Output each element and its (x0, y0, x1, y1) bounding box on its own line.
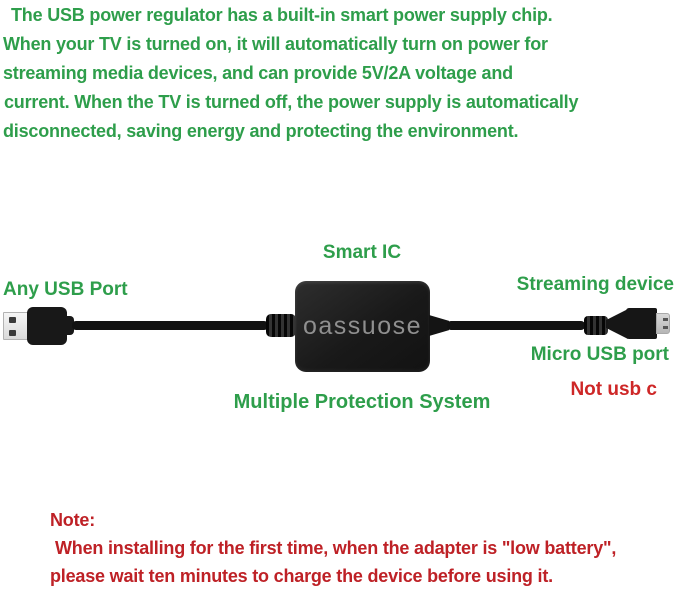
strain-relief-right (584, 316, 608, 335)
description-line-5: disconnected, saving energy and protecti… (3, 121, 519, 141)
micro-usb-boot-taper (606, 309, 628, 339)
any-usb-port-label: Any USB Port (3, 279, 128, 300)
micro-usb-contact-slot-bottom (663, 326, 668, 329)
micro-usb-metal-tip (656, 313, 670, 334)
note-title: Note: (50, 510, 95, 530)
note-line-2: please wait ten minutes to charge the de… (50, 566, 553, 586)
usb-a-contact-hole-top (9, 317, 16, 323)
description-line-2: When your TV is turned on, it will autom… (3, 34, 548, 54)
strain-relief-left (266, 314, 296, 337)
not-usb-c-warning: Not usb c (570, 379, 657, 400)
micro-usb-contact-slot-top (663, 318, 668, 321)
description-line-1: The USB power regulator has a built-in s… (11, 5, 553, 25)
description-line-4: current. When the TV is turned off, the … (4, 92, 579, 112)
usb-a-contact-hole-bottom (9, 330, 16, 336)
micro-usb-port-label: Micro USB port (530, 344, 669, 365)
usb-a-cable-boot (65, 316, 74, 335)
brand-label: oassuose (302, 312, 423, 340)
cable-left-segment (72, 321, 268, 330)
multiple-protection-label: Multiple Protection System (233, 391, 491, 413)
smart-ic-label: Smart IC (322, 242, 402, 263)
cable-right-segment (447, 321, 585, 330)
regulator-box: oassuose (295, 281, 430, 372)
usb-a-connector-body (27, 307, 67, 345)
micro-usb-connector-body (626, 308, 657, 339)
description-line-3: streaming media devices, and can provide… (3, 63, 513, 83)
streaming-device-label: Streaming device (516, 274, 674, 295)
note-line-1: When installing for the first time, when… (55, 538, 617, 558)
box-cable-cone (429, 315, 449, 336)
